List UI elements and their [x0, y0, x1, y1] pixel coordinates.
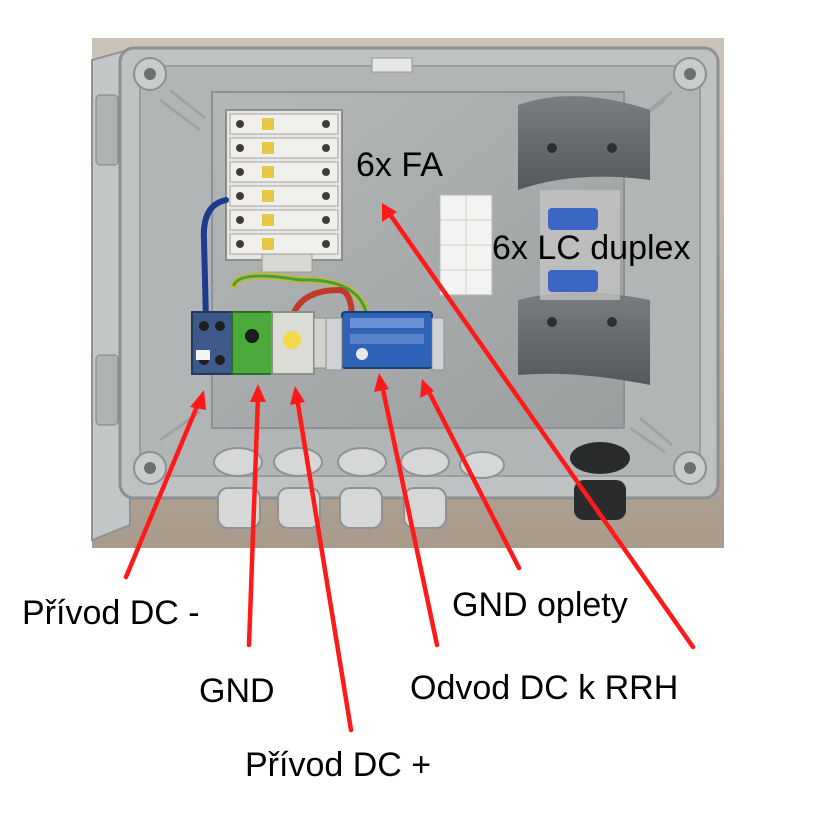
label-six-lc-duplex: 6x LC duplex — [492, 229, 691, 267]
annotation-arrows — [123, 210, 696, 733]
arrow-odvod-dc-k-rrh — [379, 382, 440, 648]
label-gnd-oplety: GND oplety — [452, 586, 628, 624]
arrow-privod-dc-plus — [294, 395, 354, 733]
wiring — [200, 197, 372, 334]
arrow-privod-dc-minus — [123, 401, 201, 580]
label-privod-dc-plus: Přívod DC + — [245, 746, 432, 784]
fuse-holders — [225, 109, 343, 273]
terminal-blocks — [191, 311, 345, 375]
label-odvod-dc-k-rrh: Odvod DC k RRH — [410, 669, 679, 707]
arrow-gnd — [246, 393, 261, 648]
arrow-six-fa — [386, 210, 696, 650]
cable-glands — [213, 442, 630, 529]
dc-module — [325, 311, 445, 371]
label-six-fa: 6x FA — [356, 146, 443, 184]
fiber-splice-holder — [439, 96, 650, 385]
label-gnd: GND — [199, 672, 275, 710]
arrow-gnd-oplety — [425, 387, 522, 571]
label-privod-dc-minus: Přívod DC - — [22, 594, 200, 632]
arrow-heads — [190, 203, 434, 410]
